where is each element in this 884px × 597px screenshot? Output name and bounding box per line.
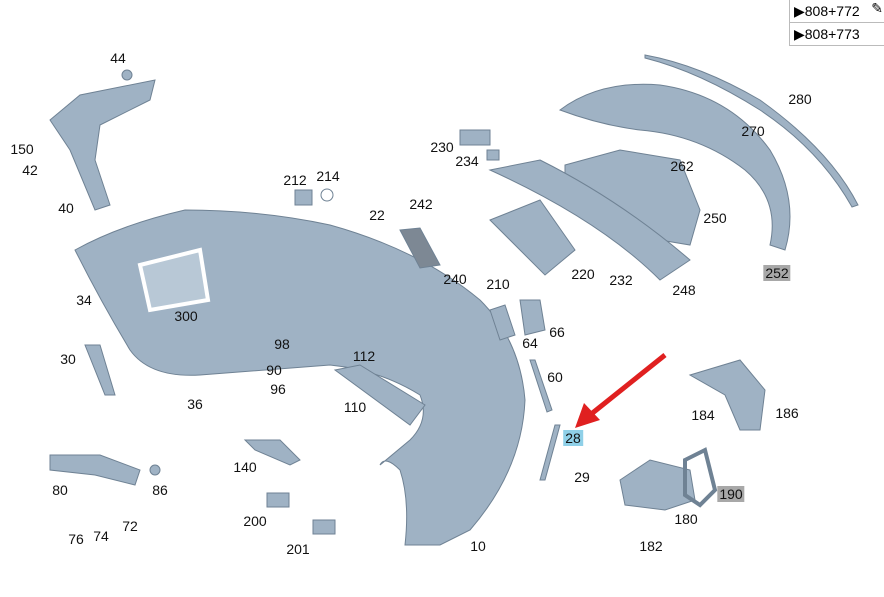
- label-248: 248: [672, 282, 696, 298]
- ring-190[interactable]: [683, 447, 718, 508]
- label-214: 214: [316, 168, 340, 184]
- label-200: 200: [243, 513, 267, 529]
- bracket-66[interactable]: [519, 299, 546, 336]
- strip-60[interactable]: [529, 359, 553, 413]
- label-262: 262: [670, 158, 694, 174]
- label-180: 180: [674, 511, 698, 527]
- label-98: 98: [274, 336, 290, 352]
- label-30: 30: [60, 351, 76, 367]
- red-arrow: [588, 353, 667, 417]
- edit-icon[interactable]: ✎: [871, 0, 883, 16]
- label-40: 40: [58, 200, 74, 216]
- nut-86[interactable]: [149, 464, 161, 476]
- label-250: 250: [703, 210, 727, 226]
- label-110: 110: [343, 399, 367, 415]
- label-28: 28: [563, 430, 583, 446]
- bumper-cover-10[interactable]: [74, 209, 526, 546]
- bracket-80[interactable]: [49, 454, 141, 486]
- label-230: 230: [430, 139, 454, 155]
- label-34: 34: [76, 292, 92, 308]
- label-112: 112: [352, 348, 376, 364]
- reference-link[interactable]: ▶808+772: [794, 3, 860, 19]
- trim-248[interactable]: [488, 159, 691, 281]
- label-66: 66: [549, 324, 565, 340]
- red-arrow-head: [575, 403, 600, 428]
- label-76: 76: [68, 531, 84, 547]
- label-234: 234: [455, 153, 479, 169]
- carrier-220[interactable]: [489, 199, 576, 276]
- plug-44[interactable]: [121, 69, 133, 81]
- grille-mesh-240[interactable]: [399, 227, 441, 269]
- label-29: 29: [574, 469, 590, 485]
- label-190: 190: [717, 486, 745, 502]
- bracket-212[interactable]: [294, 189, 313, 206]
- label-210: 210: [486, 276, 510, 292]
- label-80: 80: [52, 482, 68, 498]
- label-270: 270: [741, 123, 765, 139]
- label-201: 201: [286, 541, 310, 557]
- lower-spoiler-270[interactable]: [558, 83, 791, 251]
- label-140: 140: [233, 459, 257, 475]
- label-232: 232: [609, 272, 633, 288]
- clip-234[interactable]: [486, 149, 500, 161]
- sensor-201[interactable]: [312, 519, 336, 535]
- label-10: 10: [470, 538, 486, 554]
- label-72: 72: [122, 518, 138, 534]
- label-96: 96: [270, 381, 286, 397]
- label-212: 212: [283, 172, 307, 188]
- sensor-200[interactable]: [266, 492, 290, 508]
- reference-link[interactable]: ▶808+773: [790, 22, 884, 45]
- label-86: 86: [152, 482, 168, 498]
- label-22: 22: [369, 207, 385, 223]
- label-42: 42: [22, 162, 38, 178]
- label-90: 90: [266, 362, 282, 378]
- grommet-214[interactable]: [320, 188, 334, 202]
- bracket-40[interactable]: [49, 79, 156, 211]
- label-184: 184: [691, 407, 715, 423]
- label-36: 36: [187, 396, 203, 412]
- label-150: 150: [10, 141, 34, 157]
- strip-28[interactable]: [539, 424, 561, 481]
- reference-box: ▶808+772 ▶808+773 ✎: [789, 0, 884, 46]
- label-74: 74: [93, 528, 109, 544]
- label-182: 182: [639, 538, 663, 554]
- label-186: 186: [775, 405, 799, 421]
- bracket-140[interactable]: [243, 439, 301, 466]
- trim-strip-280[interactable]: [644, 54, 859, 208]
- cover-110[interactable]: [333, 364, 426, 426]
- bracket-30[interactable]: [84, 344, 116, 396]
- label-60: 60: [547, 369, 563, 385]
- grille-300[interactable]: [137, 247, 211, 313]
- bracket-186[interactable]: [688, 359, 766, 431]
- label-242: 242: [409, 196, 433, 212]
- label-252: 252: [763, 265, 791, 281]
- label-300: 300: [174, 308, 198, 324]
- module-230[interactable]: [459, 129, 491, 146]
- label-280: 280: [788, 91, 812, 107]
- label-240: 240: [443, 271, 467, 287]
- label-44: 44: [110, 50, 126, 66]
- bracket-64[interactable]: [489, 304, 516, 341]
- label-220: 220: [571, 266, 595, 282]
- label-64: 64: [522, 335, 538, 351]
